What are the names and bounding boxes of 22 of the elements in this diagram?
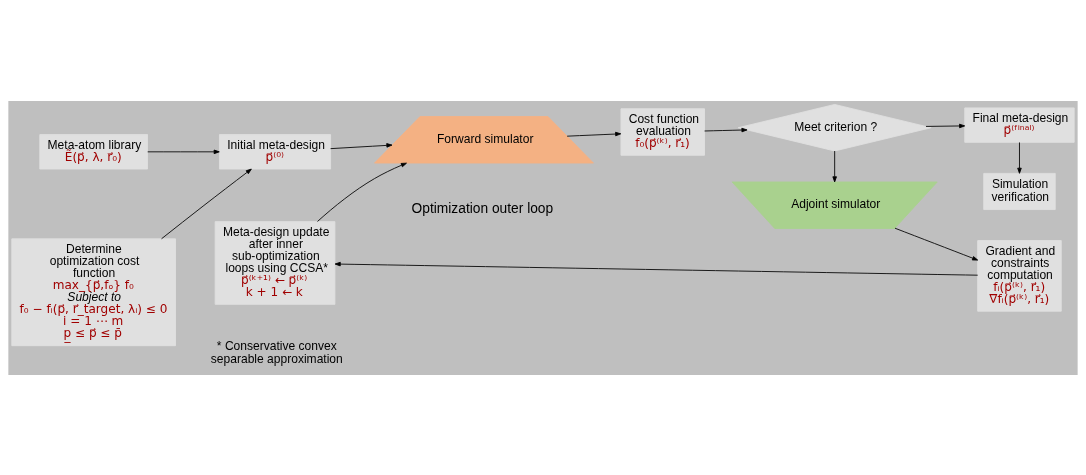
node-box: Final meta-design p⃗⁽ᶠⁱⁿᵃˡ⁾ (964, 106, 1075, 143)
arrow (894, 227, 979, 261)
node-box: Determine optimization cost function max_{p⃗,fₒ} f₀ Subject to f₀ − fᵢ(p⃗, r⃗_target, λᵢ) ≤ 0 i = 1 ⋯ m p̲ ≤ p⃗ ≤ p̄ (11, 237, 176, 346)
node-box: Simulation verification (983, 172, 1056, 210)
label: Optimization outer loop (411, 200, 554, 216)
arrow (330, 142, 393, 149)
arrow (161, 168, 252, 239)
arrow (832, 150, 837, 182)
arrow (334, 261, 979, 276)
arrow (704, 127, 748, 132)
arrow (566, 131, 622, 137)
node-box: Initial meta-design p⃗⁽⁰⁾ (219, 133, 332, 169)
node-box: Cost function evaluation f₀(p⃗⁽ᵏ⁾, r⃗₁) (620, 107, 705, 156)
node-box: Gradient and constraints computation fᵢ(p⃗⁽ᵏ⁾, r⃗₁) ∇fᵢ(p⃗⁽ᵏ⁾, r⃗₁) (977, 239, 1062, 312)
label: * Conservative convex separable approximation (210, 338, 343, 366)
node-box: Meta-design update after inner sub-optimization loops using CCSA* p⃗⁽ᵏ⁺¹⁾ ← p⃗⁽ᵏ⁾ k + 1 ← k (214, 220, 336, 305)
arrow (317, 162, 407, 222)
arrow (925, 123, 966, 128)
node-box: Meta-atom library Ẽ(p⃗, λ, r⃗₀) (39, 133, 148, 169)
node-diamond: Meet criterion ? (737, 103, 932, 151)
arrow (1017, 141, 1022, 174)
arrow (147, 149, 220, 154)
